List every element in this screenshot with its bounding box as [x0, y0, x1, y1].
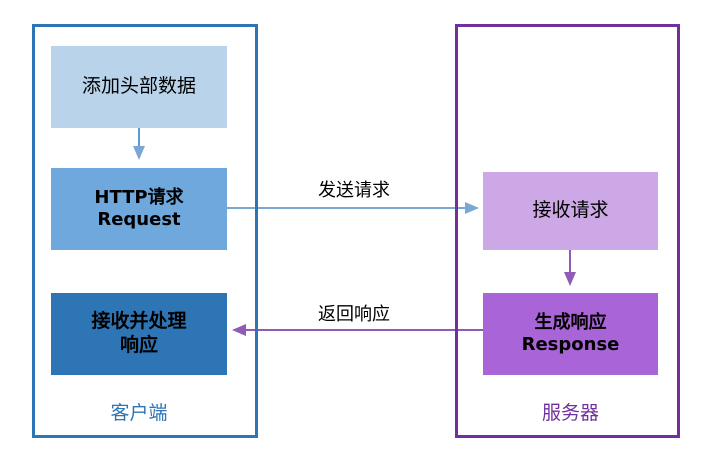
edge-label-return-response: 返回响应 — [318, 304, 390, 325]
edge-label-send-request: 发送请求 — [318, 180, 390, 201]
node-http-request-label-line2: Request — [97, 209, 181, 230]
node-add-header-label: 添加头部数据 — [81, 75, 196, 98]
node-receive-request-label: 接收请求 — [532, 199, 609, 222]
client-zone-label: 客户端 — [110, 402, 168, 424]
node-generate-response-label-line2: Response — [521, 334, 620, 355]
server-zone-label: 服务器 — [541, 402, 599, 424]
node-add-header-data[interactable]: 添加头部数据 — [51, 46, 227, 128]
node-process-response-label-line1: 接收并处理 — [91, 310, 187, 333]
node-http-request[interactable]: HTTP请求 Request — [51, 168, 227, 250]
node-http-request-label-line1: HTTP请求 — [94, 186, 184, 208]
node-generate-response[interactable]: 生成响应 Response — [483, 293, 658, 375]
client-zone-container — [32, 24, 258, 438]
node-receive-request[interactable]: 接收请求 — [483, 172, 658, 250]
node-process-response-label-line2: 响应 — [119, 334, 158, 356]
server-zone-container — [455, 24, 680, 438]
node-process-response[interactable]: 接收并处理 响应 — [51, 293, 227, 375]
node-generate-response-label-line1: 生成响应 — [534, 311, 607, 333]
